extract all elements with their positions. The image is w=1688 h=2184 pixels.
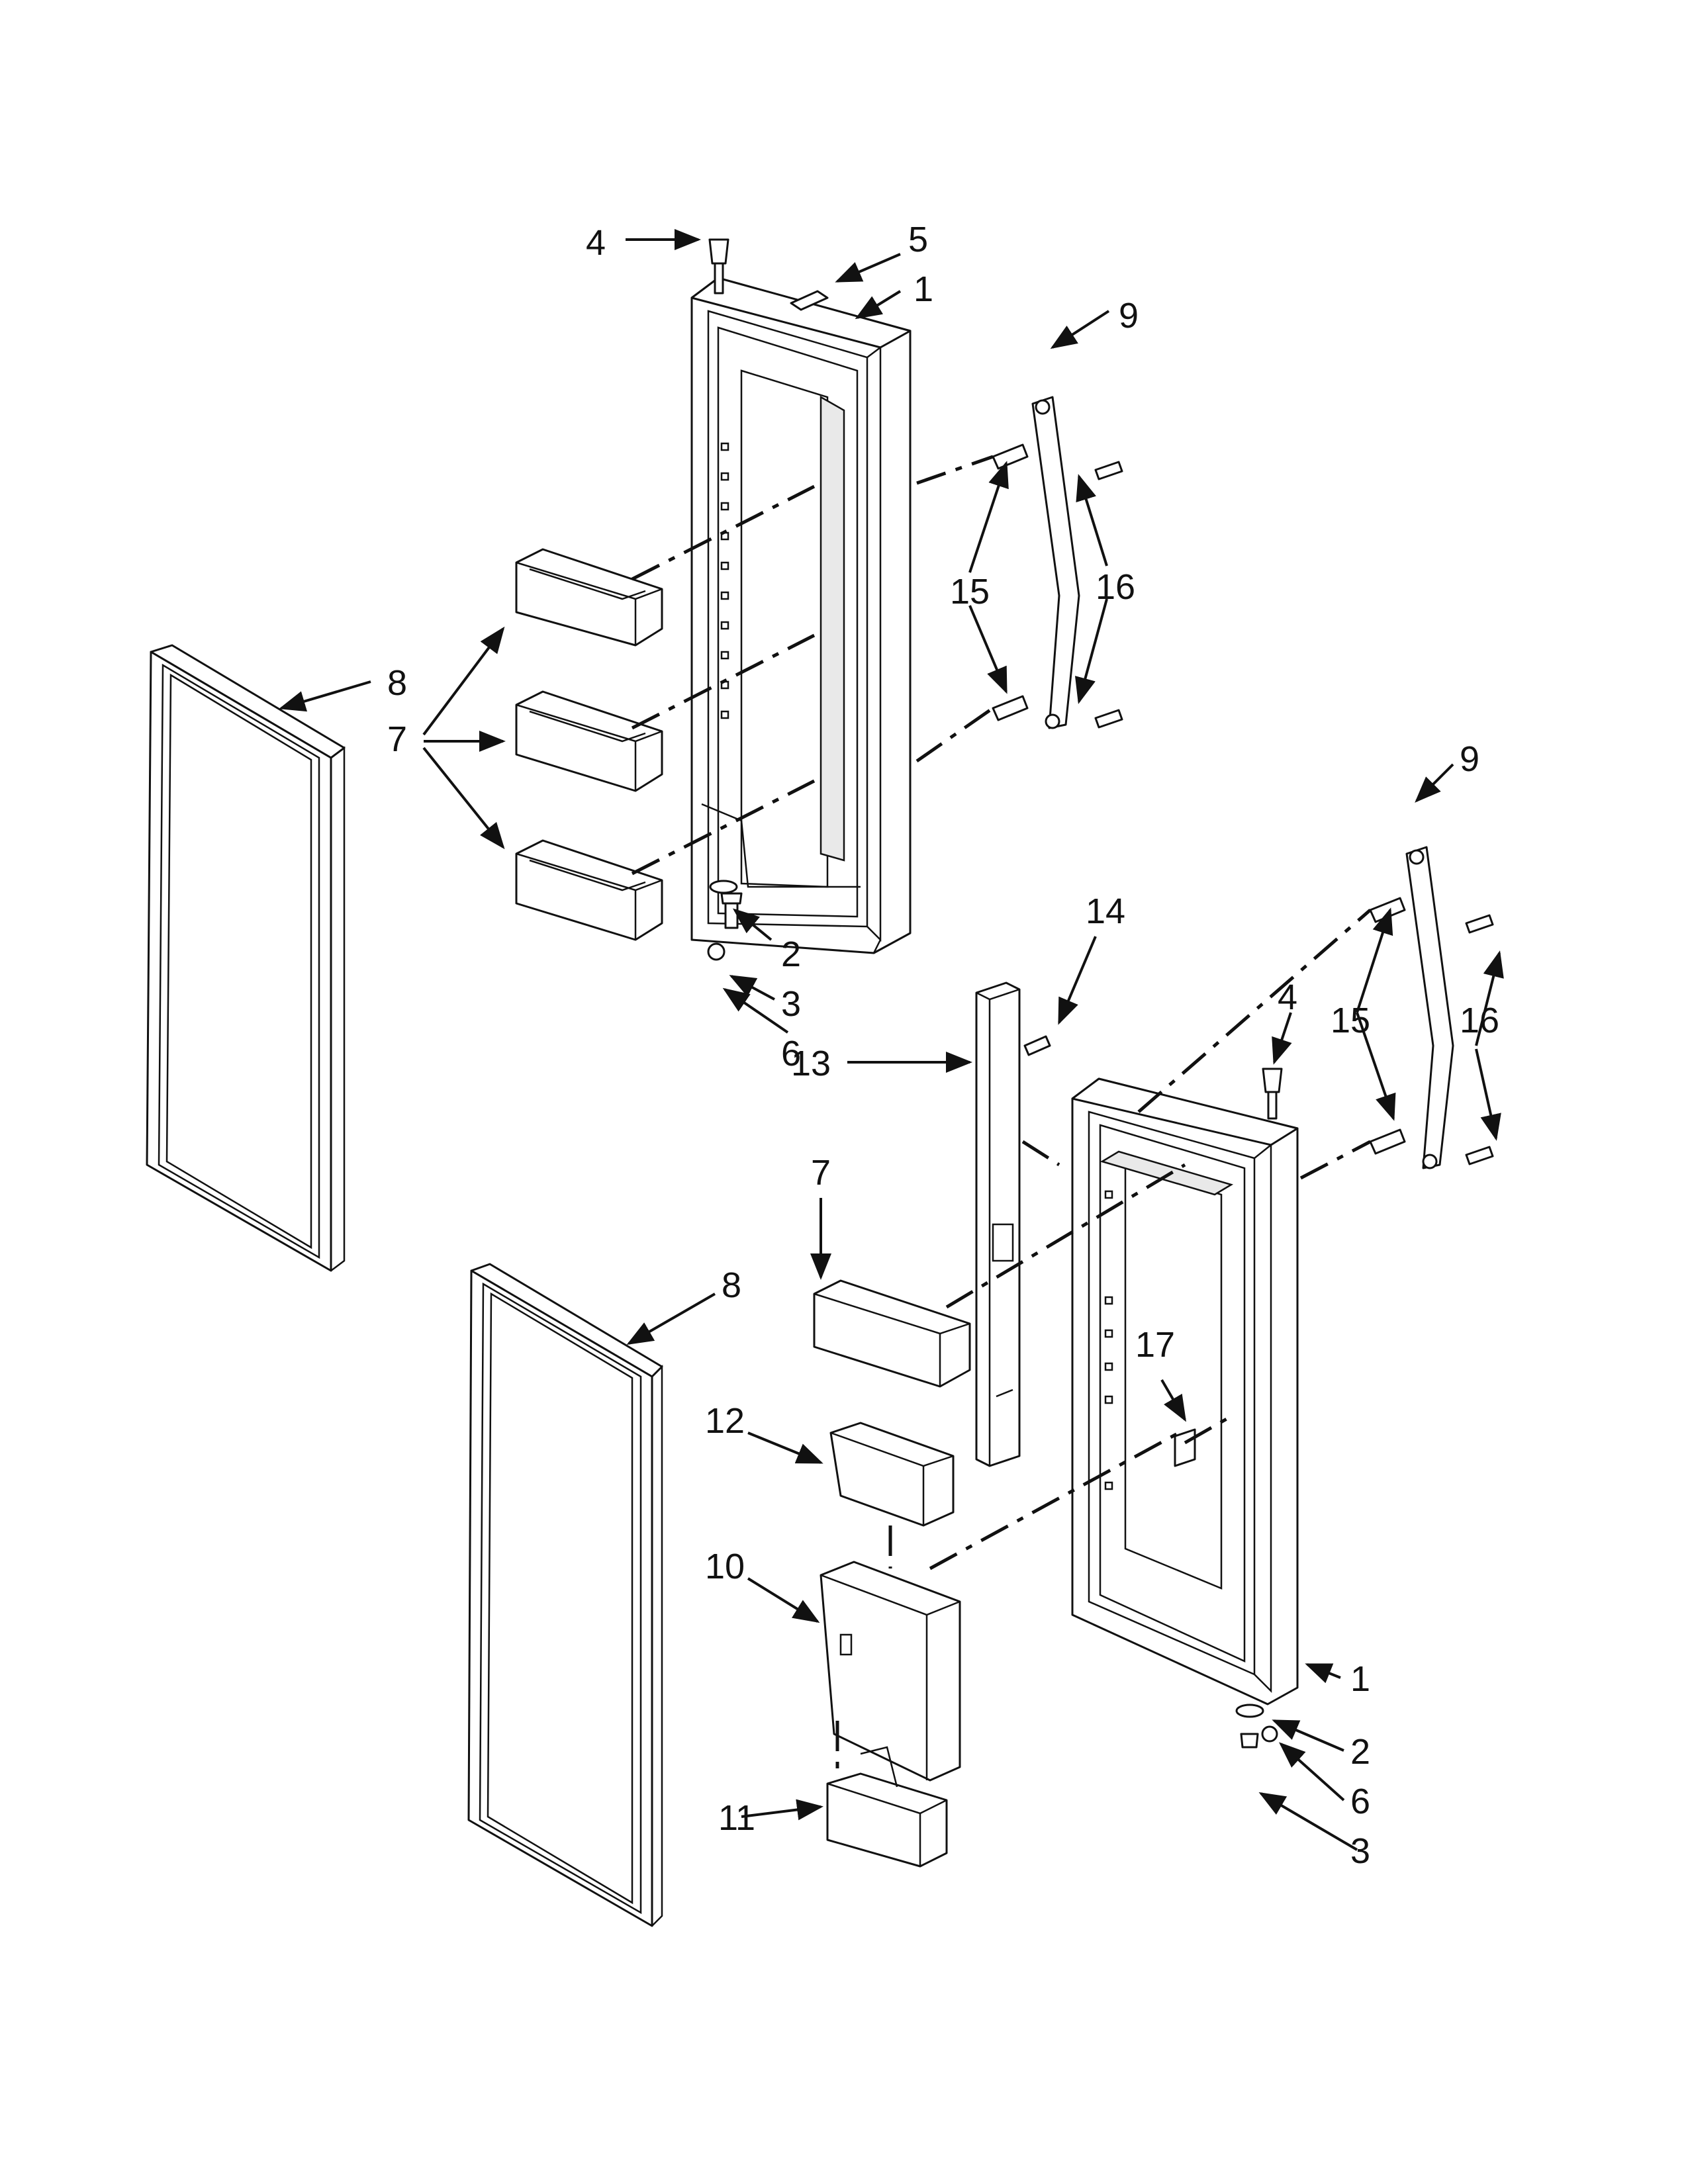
hinge-cap xyxy=(790,290,829,311)
callout-6-upper: 6 xyxy=(781,1034,801,1073)
callout-3-lower: 3 xyxy=(1350,1831,1370,1871)
callout-8-upper: 8 xyxy=(387,663,407,703)
door-bin-1 xyxy=(515,548,663,647)
door-shelf-pegs-lower xyxy=(1104,1190,1113,1490)
hinge-pin-lower xyxy=(1262,1068,1283,1120)
callout-7-lower: 7 xyxy=(811,1153,831,1193)
callout-7-upper: 7 xyxy=(387,719,407,759)
callout-2-lower: 2 xyxy=(1350,1732,1370,1772)
housing-10 xyxy=(820,1561,961,1782)
mullion-cover xyxy=(975,981,1021,1467)
leader-arrows xyxy=(279,229,1504,1851)
screw-14 xyxy=(1023,1035,1051,1056)
callout-16-upper: 16 xyxy=(1096,567,1135,607)
bucket-11 xyxy=(826,1746,948,1868)
callout-15-lower: 15 xyxy=(1331,1001,1370,1040)
hinge-parts-lower-bottom xyxy=(1235,1704,1278,1749)
bracket-17 xyxy=(1174,1428,1196,1467)
door-handle-lower xyxy=(1405,846,1454,1169)
callout-17: 17 xyxy=(1135,1325,1175,1365)
callout-2-upper: 2 xyxy=(781,934,801,974)
lower-door xyxy=(1071,1077,1299,1706)
door-bin-2 xyxy=(515,690,663,792)
callout-labels: 4 5 1 9 15 16 8 7 2 3 6 9 14 4 15 16 13 … xyxy=(387,220,1499,1871)
assembly-lines xyxy=(631,455,1372,1774)
callout-1-lower: 1 xyxy=(1350,1659,1370,1699)
door-gasket-upper xyxy=(146,644,346,1272)
callout-13: 13 xyxy=(791,1044,831,1083)
upper-door xyxy=(690,277,912,954)
callout-4-upper: 4 xyxy=(586,223,606,263)
callout-12: 12 xyxy=(705,1401,745,1441)
callout-6-lower: 6 xyxy=(1350,1782,1370,1821)
callout-9-lower: 9 xyxy=(1460,739,1479,779)
door-bin-3 xyxy=(515,839,663,941)
callout-14: 14 xyxy=(1086,891,1125,931)
callout-11: 11 xyxy=(718,1798,755,1838)
callout-5: 5 xyxy=(908,220,928,259)
door-shelf-pegs-upper xyxy=(720,442,729,719)
callout-8-lower: 8 xyxy=(722,1265,741,1305)
callout-16-lower: 16 xyxy=(1460,1001,1499,1040)
callout-9-upper: 9 xyxy=(1119,296,1139,336)
hinge-pin-upper xyxy=(708,238,729,295)
bin-12 xyxy=(829,1422,955,1527)
door-gasket-lower xyxy=(467,1263,663,1927)
callout-1-upper: 1 xyxy=(914,269,933,309)
callout-10: 10 xyxy=(705,1547,745,1586)
callout-3-upper: 3 xyxy=(781,984,801,1024)
door-bin-lower xyxy=(813,1279,971,1388)
door-handle-upper xyxy=(1031,396,1080,729)
callout-15-upper: 15 xyxy=(950,572,990,612)
callout-4-lower: 4 xyxy=(1278,978,1297,1017)
